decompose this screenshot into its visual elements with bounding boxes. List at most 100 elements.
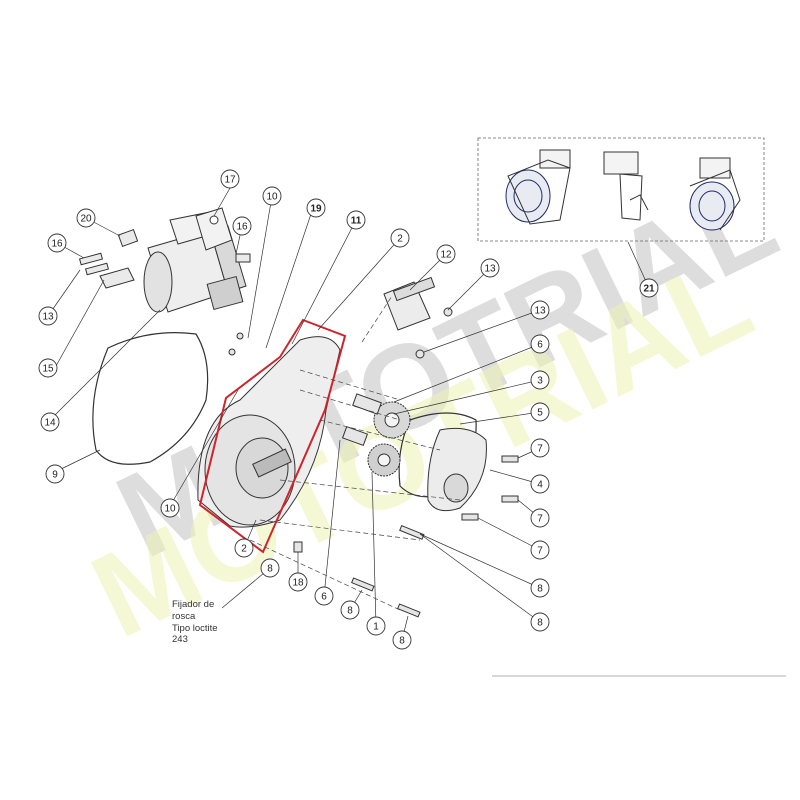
callout-circle	[530, 402, 550, 422]
inset-assembly-3	[689, 157, 741, 231]
callout-label: 19	[310, 204, 322, 215]
callout-label: 8	[399, 636, 405, 647]
callout-circle	[530, 540, 550, 560]
callout-circle	[40, 412, 60, 432]
callout-circle	[436, 244, 456, 264]
callout-circle	[47, 233, 67, 253]
callout-circle	[530, 438, 550, 458]
callout-c15: 15	[38, 358, 58, 378]
callout-c1: 1	[366, 616, 386, 636]
callout-c2a: 2	[390, 228, 410, 248]
callout-circle	[340, 600, 360, 620]
callout-c21: 21	[639, 278, 659, 298]
small-parts-left	[78, 228, 251, 289]
callout-c7b: 7	[530, 508, 550, 528]
callout-label: 14	[44, 418, 56, 429]
callout-c8c: 8	[260, 558, 280, 578]
callout-circle	[260, 558, 280, 578]
callout-label: 2	[397, 234, 403, 245]
callout-label: 3	[537, 376, 543, 387]
callout-label: 10	[164, 504, 176, 515]
callout-c4: 4	[530, 474, 550, 494]
callout-c14: 14	[40, 412, 60, 432]
callout-c13a: 13	[480, 258, 500, 278]
inset-assembly-2	[603, 151, 649, 221]
highlight-outline	[198, 318, 347, 554]
callout-label: 9	[52, 470, 58, 481]
callout-circle	[366, 616, 386, 636]
callout-label: 13	[534, 306, 546, 317]
callout-c13c: 13	[530, 300, 550, 320]
callout-label: 11	[351, 216, 362, 227]
callout-c16b: 16	[47, 233, 67, 253]
note-line-4: 243	[172, 634, 188, 645]
callout-label: 10	[266, 192, 278, 203]
callout-label: 15	[42, 364, 54, 375]
callout-label: 4	[537, 480, 543, 491]
callout-circle	[530, 508, 550, 528]
callout-circle	[530, 334, 550, 354]
callout-label: 2	[241, 544, 247, 555]
callout-circle	[38, 306, 58, 326]
callout-c20: 20	[76, 208, 96, 228]
callout-c18: 18	[288, 572, 308, 592]
callout-circle	[390, 228, 410, 248]
callout-c5: 5	[530, 402, 550, 422]
gear-cover-plate	[427, 427, 487, 512]
callout-circle	[530, 370, 550, 390]
callout-label: 13	[42, 312, 54, 323]
callout-c8a: 8	[530, 578, 550, 598]
callout-c3: 3	[530, 370, 550, 390]
callout-label: 16	[236, 222, 248, 233]
callout-label: 7	[537, 546, 543, 557]
callout-label: 5	[537, 408, 543, 419]
callout-c19: 19	[306, 198, 326, 218]
callout-label: 7	[537, 514, 543, 525]
callout-c10b: 10	[160, 498, 180, 518]
inset-assembly-1	[505, 149, 571, 225]
callout-c8d: 8	[340, 600, 360, 620]
callout-label: 12	[440, 250, 452, 261]
callout-label: 20	[80, 214, 92, 225]
callout-label: 1	[373, 622, 379, 633]
callout-label: 8	[537, 618, 543, 629]
main-cover	[197, 336, 341, 528]
callout-circle	[346, 210, 366, 230]
callout-circle	[288, 572, 308, 592]
callout-label: 16	[51, 239, 63, 250]
callout-circle	[530, 578, 550, 598]
callout-c10a: 10	[262, 186, 282, 206]
callout-circle	[530, 612, 550, 632]
callout-c7a: 7	[530, 438, 550, 458]
starter-bracket	[195, 207, 233, 251]
gears	[341, 393, 411, 477]
solenoid-relay	[383, 276, 436, 331]
callout-c7c: 7	[530, 540, 550, 560]
callout-circle	[234, 538, 254, 558]
callout-label: 7	[537, 444, 543, 455]
callout-c6b: 6	[314, 586, 334, 606]
callout-c8b: 8	[530, 612, 550, 632]
construction-lines	[249, 295, 461, 611]
note-line-3: Tipo loctite	[172, 623, 218, 634]
callout-c2b: 2	[234, 538, 254, 558]
callout-label: 18	[292, 578, 304, 589]
callout-circle	[639, 278, 659, 298]
note-line-1: Fijador de	[172, 599, 214, 610]
callout-circle	[38, 358, 58, 378]
callout-c12: 12	[436, 244, 456, 264]
callout-circle	[480, 258, 500, 278]
note-line-2: rosca	[172, 611, 196, 622]
callout-label: 8	[347, 606, 353, 617]
callout-circle	[160, 498, 180, 518]
callout-circle	[314, 586, 334, 606]
bolts	[228, 307, 519, 618]
callout-circle	[76, 208, 96, 228]
callout-circle	[306, 198, 326, 218]
callout-circle	[530, 300, 550, 320]
callout-c6a: 6	[530, 334, 550, 354]
callout-circle	[232, 216, 252, 236]
callout-c8e: 8	[392, 630, 412, 650]
callout-circle	[392, 630, 412, 650]
